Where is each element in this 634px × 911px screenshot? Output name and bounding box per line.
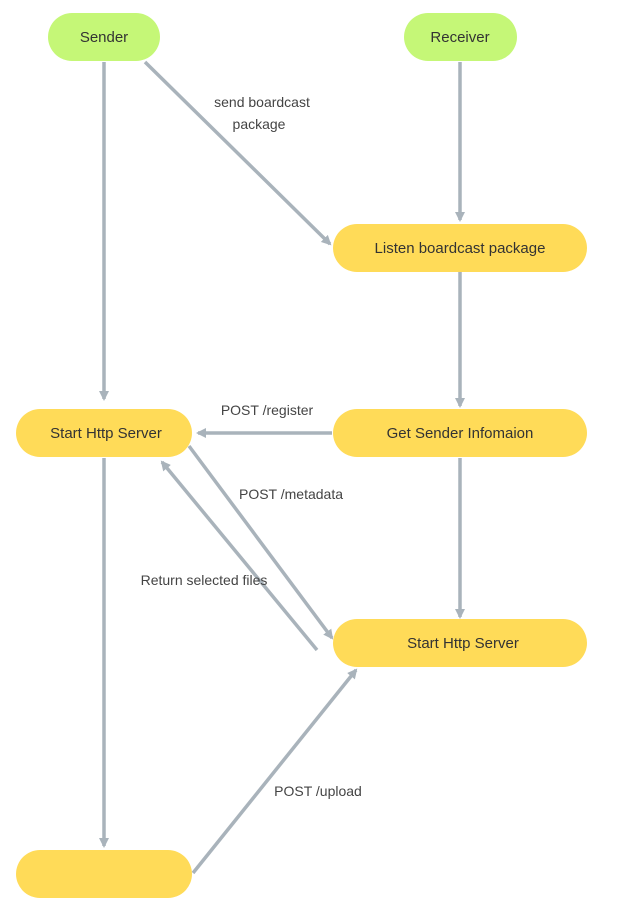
node-receiver: Receiver [404,13,517,61]
edge-label-broadcast-line2: package [233,116,286,132]
node-listen-label: Listen boardcast package [375,240,546,257]
node-get-info: Get Sender Infomaion [333,409,587,457]
edge-upload [191,668,358,875]
node-listen: Listen boardcast package [333,224,587,272]
edge-label-metadata: POST /metadata [239,486,343,502]
node-upload [16,850,192,898]
node-sender-server-label: Start Http Server [50,425,162,442]
edge-label-broadcast-line1: send boardcast [214,94,310,110]
node-sender-server: Start Http Server [16,409,192,457]
node-get-info-label: Get Sender Infomaion [387,425,534,442]
edge-return-files [160,460,319,652]
node-sender: Sender [48,13,160,61]
node-receiver-server-label: Start Http Server [407,635,519,652]
node-receiver-server: Start Http Server [333,619,587,667]
edge-label-register: POST /register [221,402,314,418]
node-receiver-label: Receiver [430,29,489,46]
node-sender-label: Sender [80,29,128,46]
edge-label-return-files: Return selected files [141,572,268,588]
edge-label-upload: POST /upload [274,783,362,799]
edge-broadcast [143,60,332,246]
edge-metadata [187,444,334,640]
